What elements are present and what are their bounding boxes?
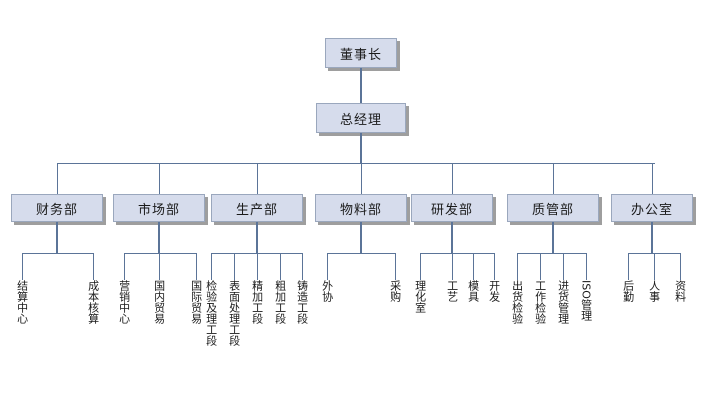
leaf-label-marketing-0: 营销中心 bbox=[117, 280, 131, 324]
leaf-label-production-1: 表面处理工段 bbox=[227, 280, 241, 346]
node-chairman-label: 董事长 bbox=[339, 47, 382, 63]
leaf-label-material-1: 采购 bbox=[388, 280, 402, 302]
node-department-material-label: 物料部 bbox=[339, 202, 382, 218]
node-department-marketing[interactable]: 市场部 bbox=[113, 194, 205, 222]
node-chairman[interactable]: 董事长 bbox=[325, 38, 397, 68]
connector-production-down bbox=[256, 222, 258, 253]
leaf-label-quality-2: 进货管理 bbox=[556, 280, 570, 324]
node-department-marketing-label: 市场部 bbox=[137, 202, 180, 218]
connector-production-leaf-4 bbox=[302, 253, 303, 280]
leaf-label-marketing-1: 国内贸易 bbox=[152, 280, 166, 324]
leaf-label-office-2: 资料 bbox=[673, 280, 687, 302]
node-department-office[interactable]: 办公室 bbox=[611, 194, 693, 222]
leaf-label-production-0: 检验及理工段 bbox=[204, 280, 218, 346]
leaf-label-finance-0: 结算中心 bbox=[15, 280, 29, 324]
connector-bus-to-rnd bbox=[452, 163, 453, 194]
connector-rnd-down bbox=[451, 222, 453, 253]
connector-bus-to-production bbox=[257, 163, 258, 194]
connector-marketing-leaf-2 bbox=[196, 253, 197, 280]
leaf-label-office-1: 人事 bbox=[647, 280, 661, 302]
node-department-finance-label: 财务部 bbox=[35, 202, 78, 218]
connector-rnd-leaf-3 bbox=[494, 253, 495, 280]
connector-bus-to-quality bbox=[553, 163, 554, 194]
connector-bus-to-material bbox=[361, 163, 362, 194]
connector-finance-leaf-1 bbox=[93, 253, 94, 280]
connector-marketing-sub-bus bbox=[124, 253, 196, 254]
leaf-label-quality-3: ISO管理 bbox=[579, 280, 593, 321]
leaf-label-production-4: 铸造工段 bbox=[295, 280, 309, 324]
connector-production-leaf-1 bbox=[234, 253, 235, 280]
leaf-label-quality-0: 出货检验 bbox=[510, 280, 524, 324]
node-general-manager[interactable]: 总经理 bbox=[316, 103, 406, 133]
connector-production-leaf-3 bbox=[280, 253, 281, 280]
connector-office-leaf-0 bbox=[628, 253, 629, 280]
connector-finance-leaf-0 bbox=[22, 253, 23, 280]
connector-material-leaf-1 bbox=[395, 253, 396, 280]
leaf-label-finance-1: 成本核算 bbox=[86, 280, 100, 324]
leaf-label-rnd-3: 开发 bbox=[487, 280, 501, 302]
leaf-label-marketing-2: 国际贸易 bbox=[189, 280, 203, 324]
node-department-material[interactable]: 物料部 bbox=[315, 194, 407, 222]
connector-office-leaf-2 bbox=[680, 253, 681, 280]
connector-material-leaf-0 bbox=[327, 253, 328, 280]
connector-quality-leaf-0 bbox=[517, 253, 518, 280]
connector-quality-down bbox=[552, 222, 554, 253]
connector-bus-to-finance bbox=[57, 163, 58, 194]
connector-bus-to-marketing bbox=[159, 163, 160, 194]
connector-marketing-leaf-0 bbox=[124, 253, 125, 280]
node-department-finance[interactable]: 财务部 bbox=[11, 194, 103, 222]
node-department-quality[interactable]: 质管部 bbox=[507, 194, 599, 222]
leaf-label-quality-1: 工作检验 bbox=[533, 280, 547, 324]
node-general-manager-label: 总经理 bbox=[339, 112, 382, 128]
connector-production-leaf-0 bbox=[211, 253, 212, 280]
connector-rnd-leaf-1 bbox=[452, 253, 453, 280]
connector-quality-sub-bus bbox=[517, 253, 586, 254]
connector-quality-leaf-3 bbox=[586, 253, 587, 280]
leaf-label-material-0: 外协 bbox=[320, 280, 334, 302]
connector-material-sub-bus bbox=[327, 253, 395, 254]
connector-chairman-to-gm bbox=[360, 68, 362, 103]
connector-quality-leaf-2 bbox=[563, 253, 564, 280]
connector-department-bus bbox=[57, 163, 655, 164]
node-department-rnd[interactable]: 研发部 bbox=[411, 194, 493, 222]
connector-marketing-down bbox=[158, 222, 160, 253]
node-department-production-label: 生产部 bbox=[235, 202, 278, 218]
connector-bus-to-office bbox=[652, 163, 653, 194]
connector-marketing-leaf-1 bbox=[159, 253, 160, 280]
leaf-label-production-3: 粗加工段 bbox=[273, 280, 287, 324]
connector-production-sub-bus bbox=[211, 253, 302, 254]
connector-office-leaf-1 bbox=[654, 253, 655, 280]
leaf-label-office-0: 后勤 bbox=[621, 280, 635, 302]
connector-rnd-leaf-0 bbox=[420, 253, 421, 280]
connector-rnd-sub-bus bbox=[420, 253, 494, 254]
connector-material-down bbox=[360, 222, 362, 253]
node-department-rnd-label: 研发部 bbox=[430, 202, 473, 218]
leaf-label-rnd-0: 理化室 bbox=[413, 280, 427, 313]
connector-quality-leaf-1 bbox=[540, 253, 541, 280]
node-department-quality-label: 质管部 bbox=[531, 202, 574, 218]
leaf-label-rnd-1: 工艺 bbox=[445, 280, 459, 302]
connector-finance-sub-bus bbox=[22, 253, 93, 254]
connector-production-leaf-2 bbox=[257, 253, 258, 280]
leaf-label-production-2: 精加工段 bbox=[250, 280, 264, 324]
node-department-office-label: 办公室 bbox=[630, 202, 673, 218]
connector-office-down bbox=[651, 222, 653, 253]
connector-rnd-leaf-2 bbox=[473, 253, 474, 280]
leaf-label-rnd-2: 模具 bbox=[466, 280, 480, 302]
connector-gm-down bbox=[360, 133, 362, 163]
connector-finance-down bbox=[56, 222, 58, 253]
node-department-production[interactable]: 生产部 bbox=[211, 194, 303, 222]
